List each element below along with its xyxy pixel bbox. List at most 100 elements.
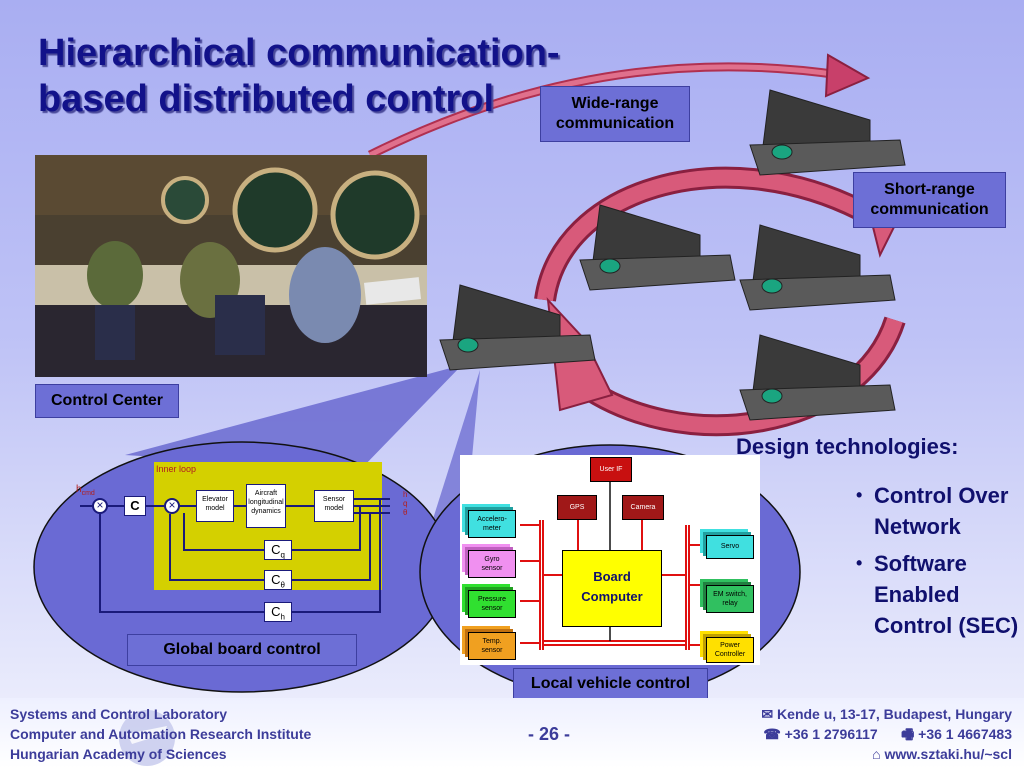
footer-academy: Hungarian Academy of Sciences: [10, 746, 227, 762]
accelerometer-line-1: Accelero-: [477, 516, 507, 523]
global-board-label: Global board control: [127, 634, 357, 666]
footer-address: Kende u, 13-17, Budapest, Hungary: [777, 706, 1012, 722]
elevator-model-block: Elevator model: [196, 490, 234, 522]
drone-icon-2: [579, 204, 736, 291]
control-center-text: Control Center: [51, 392, 163, 409]
title-line-2: based distributed control: [38, 78, 495, 120]
global-loop-wires: [80, 498, 390, 613]
footer-contact: ✉ Kende u, 13-17, Budapest, Hungary ☎ +3…: [761, 704, 1012, 764]
footer-web-link[interactable]: www.sztaki.hu/~scl: [884, 746, 1012, 762]
design-technologies-list: Control Over Network Software Enabled Co…: [854, 480, 1024, 647]
h-cmd-sub: cmd: [81, 490, 95, 497]
cq-block: Cq: [264, 540, 292, 560]
elevator-line-1: Elevator: [202, 496, 228, 503]
board-computer-line-2: Computer: [581, 589, 643, 604]
short-range-label: Short-range communication: [853, 172, 1006, 228]
servo-block: Servo: [706, 535, 754, 559]
cq-sub: q: [280, 550, 285, 560]
footer-fax: +36 1 4667483: [918, 726, 1012, 742]
fax-icon: 🖷: [901, 726, 919, 742]
em-switch-line-2: relay: [722, 600, 738, 607]
ch-sub: h: [280, 612, 285, 622]
control-center-photo: [35, 155, 427, 377]
footer-lab: Systems and Control Laboratory: [10, 706, 228, 722]
gps-block: GPS: [557, 495, 597, 520]
local-control-diagram: User IF GPS Camera Board Computer Accele…: [460, 455, 760, 665]
cq-text: C: [271, 542, 281, 557]
sensor-line-2: model: [324, 505, 344, 512]
aircraft-line-1: Aircraft: [254, 490, 278, 497]
user-if-block: User IF: [590, 457, 632, 482]
output-theta: θ: [403, 508, 408, 517]
design-item-2: Software Enabled Control (SEC): [854, 548, 1024, 641]
board-computer-line-1: Board: [593, 569, 631, 584]
design-item-1: Control Over Network: [854, 480, 1024, 542]
camera-text: Camera: [630, 504, 656, 511]
inner-loop-label: Inner loop: [156, 464, 197, 474]
elevator-line-2: model: [205, 505, 225, 512]
pressure-sensor-block: Pressure sensor: [468, 590, 516, 618]
phone-icon: ☎: [763, 726, 785, 742]
h-cmd-text: h: [76, 484, 82, 495]
ct-sub: θ: [280, 580, 285, 590]
c-block: C: [124, 496, 146, 516]
aircraft-line-2: longitudinal: [248, 499, 284, 506]
aircraft-line-3: dynamics: [251, 508, 281, 515]
wide-range-text: Wide-range communication: [555, 95, 675, 132]
control-center-label: Control Center: [35, 384, 179, 418]
ct-text: C: [271, 572, 281, 587]
pressure-line-2: sensor: [481, 605, 503, 612]
local-bus-wires: [520, 482, 700, 650]
title-line-1: Hierarchical communication-: [38, 32, 560, 74]
global-control-diagram: Inner loop hcmd × C × Elevator model: [70, 462, 407, 632]
page-title: Hierarchical communication- based distri…: [38, 30, 598, 122]
footer-phone-row: ☎ +36 1 2796117 🖷 +36 1 4667483: [761, 724, 1012, 744]
drone-icon-1: [749, 89, 906, 176]
envelope-icon: ✉: [761, 706, 778, 722]
gps-text: GPS: [569, 504, 585, 511]
footer-address-row: ✉ Kende u, 13-17, Budapest, Hungary: [761, 704, 1012, 724]
home-icon: ⌂: [872, 746, 885, 762]
footer-institute: Computer and Automation Research Institu…: [10, 726, 312, 742]
temp-sensor-block: Temp. sensor: [468, 632, 516, 660]
servo-text: Servo: [720, 543, 740, 550]
local-vehicle-text: Local vehicle control: [530, 675, 691, 692]
user-if-text: User IF: [599, 466, 623, 473]
power-controller-block: Power Controller: [706, 637, 754, 663]
accelerometer-line-2: meter: [483, 525, 501, 532]
gyro-sensor-block: Gyro sensor: [468, 550, 516, 578]
short-range-text: Short-range communication: [870, 181, 989, 218]
drone-icon-3: [739, 224, 896, 311]
ch-text: C: [271, 604, 281, 619]
power-controller-line-1: Power: [720, 642, 740, 649]
wide-range-label: Wide-range communication: [540, 86, 690, 142]
gyro-line-2: sensor: [481, 565, 503, 572]
sensor-model-block: Sensor model: [314, 490, 354, 522]
ch-block: Ch: [264, 602, 292, 622]
output-h: h: [403, 490, 408, 499]
accelerometer-block: Accelero- meter: [468, 510, 516, 538]
local-vehicle-label: Local vehicle control: [513, 668, 708, 700]
control-room-image: [35, 155, 427, 377]
footer-organization: Systems and Control Laboratory Computer …: [10, 704, 311, 764]
output-labels: h q θ: [403, 490, 407, 517]
page-number: - 26 -: [528, 724, 571, 744]
h-cmd-label: hcmd: [76, 484, 95, 497]
design-technologies-heading: Design technologies:: [736, 434, 959, 459]
footer-phone: +36 1 2796117: [784, 726, 878, 742]
em-switch-line-1: EM switch,: [713, 591, 747, 598]
sensor-line-1: Sensor: [322, 496, 346, 503]
gyro-line-1: Gyro: [484, 556, 500, 563]
summing-junction-2: ×: [164, 498, 180, 514]
summing-junction-1: ×: [92, 498, 108, 514]
drone-icon-4: [439, 284, 596, 371]
sztaki-logo-icon: [119, 710, 175, 766]
board-computer-block: Board Computer: [562, 550, 662, 627]
footer-web-row[interactable]: ⌂ www.sztaki.hu/~scl: [761, 744, 1012, 764]
aircraft-dynamics-block: Aircraft longitudinal dynamics: [246, 484, 286, 528]
c-block-text: C: [130, 498, 140, 513]
ct-block: Cθ: [264, 570, 292, 590]
output-q: q: [403, 499, 408, 508]
pressure-line-1: Pressure: [477, 596, 506, 603]
temp-line-1: Temp.: [482, 638, 502, 645]
